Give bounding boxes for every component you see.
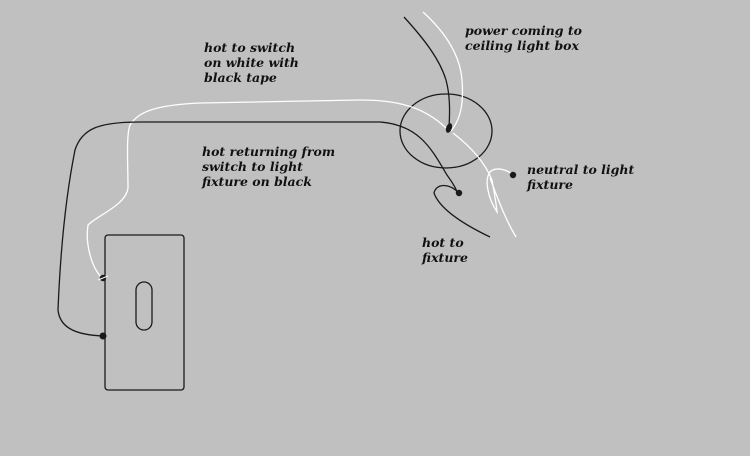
incoming-power-white-wire — [422, 11, 464, 132]
switch-top-terminal — [97, 274, 109, 282]
label-hot-to-fixture: hot to fixture — [422, 235, 468, 265]
switch-toggle — [135, 281, 153, 331]
label-neutral-to-light: neutral to light fixture — [527, 162, 635, 192]
wire-nut-hot-fixture — [455, 189, 463, 197]
label-hot-returning: hot returning from switch to light fixtu… — [202, 144, 336, 189]
switch-box — [104, 234, 185, 391]
incoming-power-black-wire — [403, 16, 451, 129]
ceiling-light-box — [399, 93, 493, 169]
switch-bottom-terminal — [99, 332, 107, 340]
hot-to-fixture-black-wire — [433, 184, 491, 238]
hot-returning-black-wire — [57, 121, 458, 337]
label-hot-to-switch: hot to switch on white with black tape — [204, 40, 299, 85]
wire-nut-power-splice — [445, 123, 453, 133]
label-power-coming: power coming to ceiling light box — [465, 23, 582, 53]
neutral-to-fixture-white-wire — [452, 132, 517, 238]
wire-nut-neutral-fixture — [509, 171, 517, 179]
hot-to-switch-white-wire — [86, 99, 447, 279]
